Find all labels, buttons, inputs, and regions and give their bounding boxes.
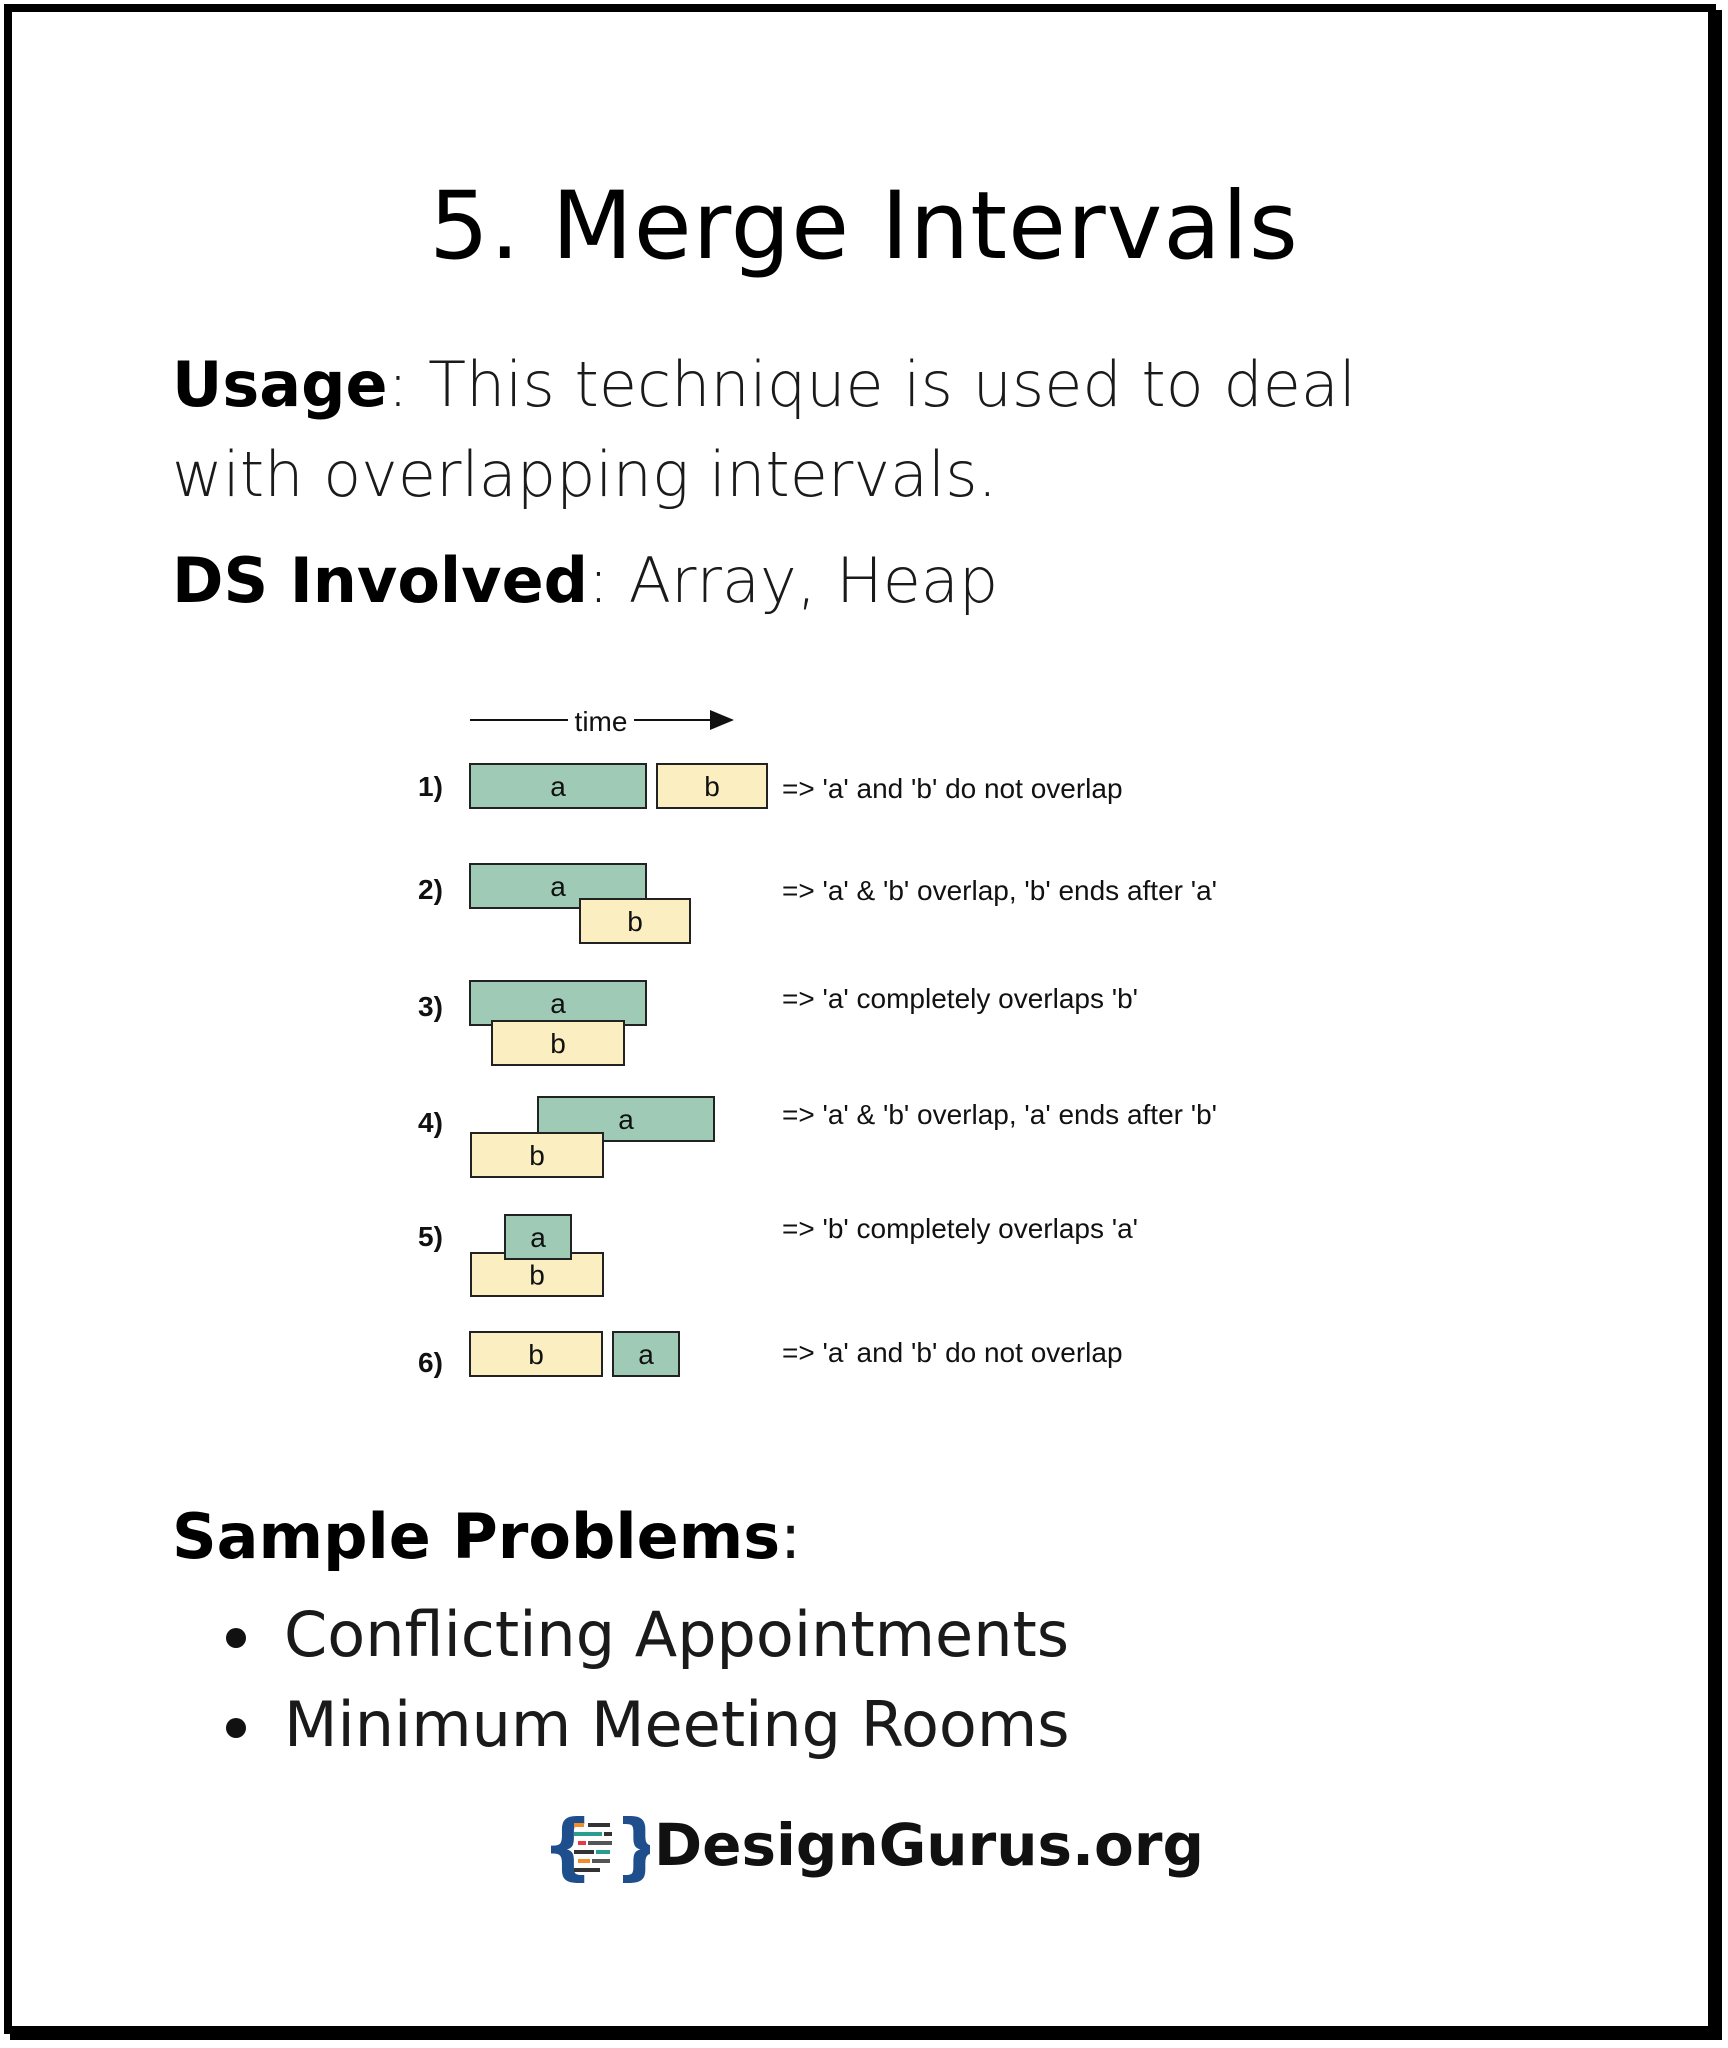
problem-label: Minimum Meeting Rooms (284, 1688, 1070, 1761)
sample-label: Sample Problems (172, 1500, 781, 1573)
case-number: 4) (418, 1107, 443, 1138)
ds-paragraph: DS Involved: Array, Heap (172, 536, 1492, 626)
brand-name: DesignGurus.org (654, 1811, 1205, 1879)
usage-colon: : (387, 348, 409, 421)
bullet-icon (226, 1628, 246, 1648)
interval-a-bar (504, 1214, 572, 1260)
case-number: 2) (418, 874, 443, 905)
list-item: Minimum Meeting Rooms (220, 1680, 1070, 1770)
case-number: 3) (418, 991, 443, 1022)
interval-a-bar (469, 763, 647, 809)
case-description: => 'a' & 'b' overlap, 'a' ends after 'b' (782, 1099, 1217, 1130)
interval-b-label: b (550, 1028, 566, 1059)
interval-a-label: a (638, 1339, 654, 1370)
case-number: 1) (418, 771, 443, 802)
interval-b-bar (470, 1252, 604, 1297)
case-description: => 'a' and 'b' do not overlap (782, 773, 1123, 804)
case-description: => 'a' and 'b' do not overlap (782, 1337, 1123, 1368)
interval-b-label: b (529, 1260, 545, 1291)
sample-problems-heading: Sample Problems: (172, 1500, 801, 1573)
interval-a-label: a (618, 1104, 634, 1135)
interval-b-bar (470, 1132, 604, 1178)
interval-b-label: b (627, 906, 643, 937)
bullet-icon (226, 1718, 246, 1738)
interval-b-label: b (528, 1339, 544, 1370)
usage-label: Usage (172, 348, 388, 421)
code-braces-logo-icon: { } (542, 1805, 650, 1885)
case-number: 5) (418, 1221, 443, 1252)
page-title: 5. Merge Intervals (429, 172, 1299, 281)
interval-a-label: a (550, 988, 566, 1019)
problem-label: Conflicting Appointments (284, 1598, 1070, 1671)
ds-label: DS Involved (172, 544, 589, 617)
svg-text:}: } (614, 1805, 650, 1885)
interval-a-bar (612, 1331, 680, 1377)
time-axis-label: time (575, 706, 628, 737)
sample-problems-list: Conflicting Appointments Minimum Meeting… (220, 1590, 1070, 1770)
interval-b-bar (469, 1331, 603, 1377)
case-description: => 'a' & 'b' overlap, 'b' ends after 'a' (782, 875, 1217, 906)
case-description: => 'a' completely overlaps 'b' (782, 983, 1138, 1014)
interval-b-bar (579, 898, 691, 944)
interval-a-label: a (550, 771, 566, 802)
list-item: Conflicting Appointments (220, 1590, 1070, 1680)
usage-text: This technique is used to deal with over… (172, 348, 1357, 511)
interval-b-label: b (529, 1140, 545, 1171)
case-description: => 'b' completely overlaps 'a' (782, 1213, 1138, 1244)
usage-paragraph: Usage: This technique is used to deal wi… (172, 340, 1492, 520)
brand-footer: { } DesignGurus.org (540, 1800, 1204, 1890)
sample-colon: : (780, 1500, 802, 1573)
interval-b-bar (491, 1020, 625, 1066)
case-number: 6) (418, 1347, 443, 1378)
interval-a-bar (469, 980, 647, 1026)
card-frame (4, 4, 1716, 2034)
interval-b-bar (656, 763, 768, 809)
interval-a-label: a (530, 1222, 546, 1253)
interval-b-label: b (704, 771, 720, 802)
ds-text: Array, Heap (608, 544, 999, 617)
interval-a-label: a (550, 871, 566, 902)
ds-colon: : (588, 544, 609, 617)
